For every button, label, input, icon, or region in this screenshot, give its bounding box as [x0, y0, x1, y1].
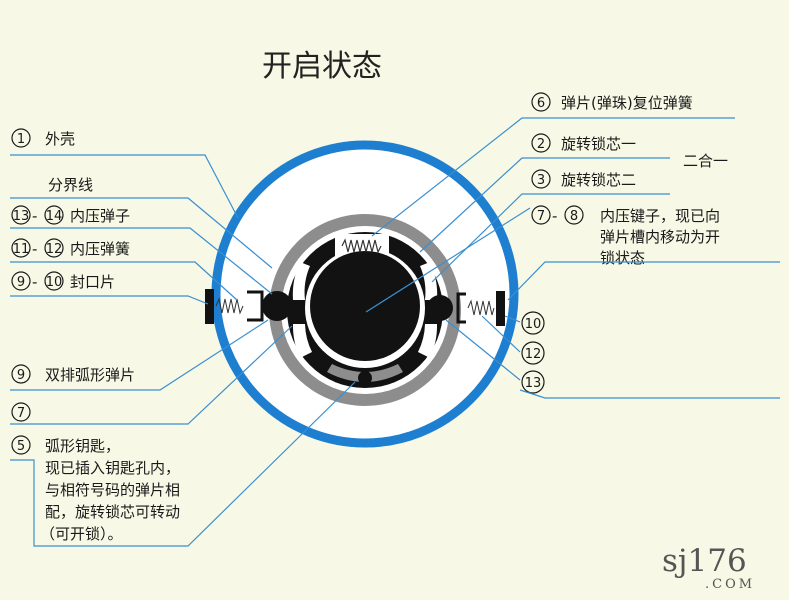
- label-shell: 1 外壳: [10, 128, 239, 219]
- label-double-arc-leaf: 9 双排弧形弹片: [10, 319, 269, 391]
- label-inner-pins-13-14: 13 - 14 内压弹子: [10, 205, 273, 295]
- seal-plate-left: [205, 289, 214, 324]
- svg-text:（可开锁）。: （可开锁）。: [40, 525, 123, 543]
- label-rotating-core-2: 3 旋转锁芯二: [431, 169, 670, 283]
- svg-text:锁状态: 锁状态: [600, 249, 645, 267]
- svg-text:3: 3: [537, 173, 545, 188]
- rotating-core-inner: [310, 251, 420, 361]
- core-gap-right-lower: [418, 324, 438, 358]
- svg-text:内压键子，现已向: 内压键子，现已向: [600, 207, 720, 225]
- svg-text:封口片: 封口片: [70, 273, 115, 291]
- svg-text:旋转锁芯一: 旋转锁芯一: [561, 135, 636, 153]
- watermark-logo: sj176 .COM: [662, 543, 755, 592]
- svg-text:9: 9: [17, 275, 25, 290]
- svg-text:弧形钥匙，: 弧形钥匙，: [45, 437, 120, 455]
- core-gap-right-upper: [420, 262, 438, 300]
- svg-text:弹片(弹珠)复位弹簧: 弹片(弹珠)复位弹簧: [561, 94, 693, 112]
- label-12: 12: [481, 315, 545, 365]
- svg-text:内压弹簧: 内压弹簧: [70, 240, 130, 258]
- svg-text:-: -: [32, 207, 37, 225]
- svg-text:双排弧形弹片: 双排弧形弹片: [45, 366, 135, 384]
- label-inner-springs-11-12: 11 - 12 内压弹簧: [10, 238, 238, 301]
- svg-text:12: 12: [525, 347, 542, 362]
- pin-ball-right: [427, 295, 453, 321]
- pin-ball-left: [262, 291, 292, 321]
- label-10: 10: [504, 311, 545, 335]
- svg-text:8: 8: [570, 209, 578, 224]
- svg-text:5: 5: [17, 439, 25, 454]
- pin-bracket-left: [247, 290, 264, 322]
- label-two-in-one: 二合一: [683, 152, 728, 170]
- label-rotating-core-1: 2 旋转锁芯一: [419, 133, 670, 253]
- label-7: 7: [10, 325, 293, 425]
- svg-text:2: 2: [537, 137, 545, 152]
- svg-text:6: 6: [537, 96, 545, 111]
- svg-text:旋转锁芯二: 旋转锁芯二: [561, 171, 636, 189]
- svg-text:现已插入钥匙孔内，: 现已插入钥匙孔内，: [45, 459, 180, 477]
- core-gap-left-lower: [292, 324, 312, 358]
- svg-text:7: 7: [17, 406, 25, 421]
- svg-text:12: 12: [46, 242, 63, 257]
- svg-text:.COM: .COM: [705, 577, 755, 592]
- svg-text:13: 13: [525, 376, 542, 391]
- key-notch: [358, 371, 372, 385]
- label-arc-key: 5 弧形钥匙， 现已插入钥匙孔内， 与相符号码的弹片相 配，旋转锁芯可转动 （可…: [10, 381, 356, 547]
- svg-text:14: 14: [46, 209, 63, 224]
- svg-text:-: -: [32, 273, 37, 291]
- svg-text:13: 13: [13, 209, 30, 224]
- seal-plate-right: [496, 291, 505, 326]
- svg-text:11: 11: [13, 242, 30, 257]
- spring-right: [467, 299, 495, 316]
- diagram-title: 开启状态: [262, 49, 382, 84]
- svg-text:分界线: 分界线: [48, 176, 93, 194]
- svg-text:配，旋转锁芯可转动: 配，旋转锁芯可转动: [45, 503, 180, 521]
- svg-text:7: 7: [537, 209, 545, 224]
- svg-text:10: 10: [525, 317, 542, 332]
- svg-text:外壳: 外壳: [45, 130, 75, 148]
- svg-text:-: -: [32, 240, 37, 258]
- label-divider-line: 分界线: [10, 176, 273, 269]
- svg-text:内压弹子: 内压弹子: [70, 207, 130, 225]
- svg-text:-: -: [552, 207, 557, 225]
- reset-spring: [341, 238, 382, 254]
- pin-bracket-right: [456, 292, 466, 324]
- svg-text:1: 1: [17, 132, 25, 147]
- label-right-seal-leads: [507, 261, 780, 301]
- label-reset-spring: 6 弹片(弹珠)复位弹簧: [371, 92, 735, 237]
- label-seal-plates-9-10: 9 - 10 封口片: [10, 271, 209, 305]
- svg-text:与相符号码的弹片相: 与相符号码的弹片相: [45, 481, 180, 499]
- spring-left: [215, 297, 244, 315]
- label-13: 13: [445, 319, 780, 399]
- core-gap-left-upper: [292, 262, 310, 300]
- svg-text:sj176: sj176: [662, 543, 747, 579]
- svg-text:弹片槽内移动为开: 弹片槽内移动为开: [600, 228, 720, 246]
- svg-text:9: 9: [17, 368, 25, 383]
- svg-text:10: 10: [46, 275, 63, 290]
